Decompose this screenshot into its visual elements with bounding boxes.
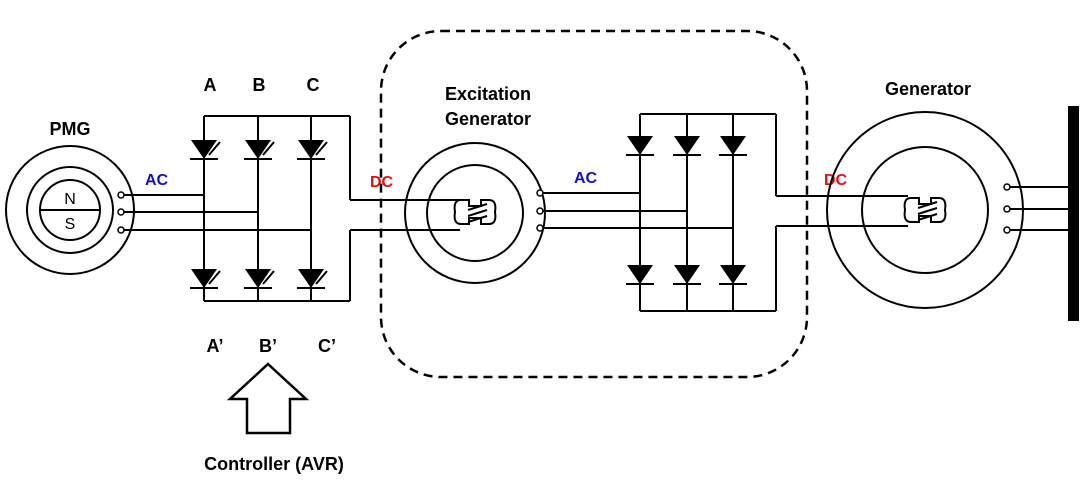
exciter-stator bbox=[404, 142, 546, 284]
output-busbar bbox=[1068, 106, 1079, 321]
thyristor-bridge: A B C A’ B’ C’ bbox=[189, 75, 351, 356]
pmg-stator bbox=[5, 145, 135, 275]
thyristor-c-prime bbox=[296, 268, 328, 289]
diode-6 bbox=[718, 264, 748, 285]
phase-a-label: A bbox=[204, 75, 217, 95]
dc-field-wires-right bbox=[776, 195, 908, 227]
pmg: N S PMG bbox=[5, 119, 135, 275]
phase-c-label: C bbox=[307, 75, 320, 95]
pmg-label: PMG bbox=[49, 119, 90, 139]
controller-label: Controller (AVR) bbox=[204, 454, 344, 474]
phase-a-prime-label: A’ bbox=[206, 336, 223, 356]
exciter-field-winding bbox=[453, 199, 497, 225]
phase-b-prime-label: B’ bbox=[259, 336, 277, 356]
pmg-phase-wires bbox=[124, 194, 311, 231]
thyristor-a-prime bbox=[189, 268, 221, 289]
exciter-label-line1: Excitation bbox=[445, 84, 531, 104]
diode-2 bbox=[672, 135, 702, 156]
excitation-generator: Excitation Generator bbox=[404, 84, 546, 284]
pmg-ring bbox=[26, 166, 114, 254]
phase-b-label: B bbox=[253, 75, 266, 95]
diode-3 bbox=[718, 135, 748, 156]
phase-c-prime-label: C’ bbox=[318, 336, 336, 356]
rotating-diode-bridge bbox=[625, 113, 777, 312]
rotating-group-boundary bbox=[379, 29, 809, 379]
generator-rotor bbox=[861, 146, 989, 274]
dc-label-left: DC bbox=[370, 174, 394, 191]
north-pole-label: N bbox=[64, 191, 76, 208]
diode-1 bbox=[625, 135, 655, 156]
output-wires bbox=[1010, 186, 1070, 231]
ac-label-left: AC bbox=[145, 172, 169, 189]
thyristor-b bbox=[243, 139, 275, 160]
generator-label: Generator bbox=[885, 79, 971, 99]
generator-field-winding bbox=[903, 197, 947, 223]
thyristor-c bbox=[296, 139, 328, 160]
exciter-phase-wires bbox=[543, 192, 733, 229]
controller-arrow bbox=[226, 362, 310, 435]
dc-label-right: DC bbox=[824, 172, 848, 189]
south-pole-label: S bbox=[65, 216, 76, 233]
exciter-rotor bbox=[426, 164, 524, 262]
diode-4 bbox=[625, 264, 655, 285]
thyristor-b-prime bbox=[243, 268, 275, 289]
ac-label-right: AC bbox=[574, 170, 598, 187]
dc-field-wires-left bbox=[350, 199, 460, 231]
diode-5 bbox=[672, 264, 702, 285]
exciter-label-line2: Generator bbox=[445, 109, 531, 129]
thyristor-a bbox=[189, 139, 221, 160]
main-generator: Generator bbox=[826, 79, 1024, 309]
